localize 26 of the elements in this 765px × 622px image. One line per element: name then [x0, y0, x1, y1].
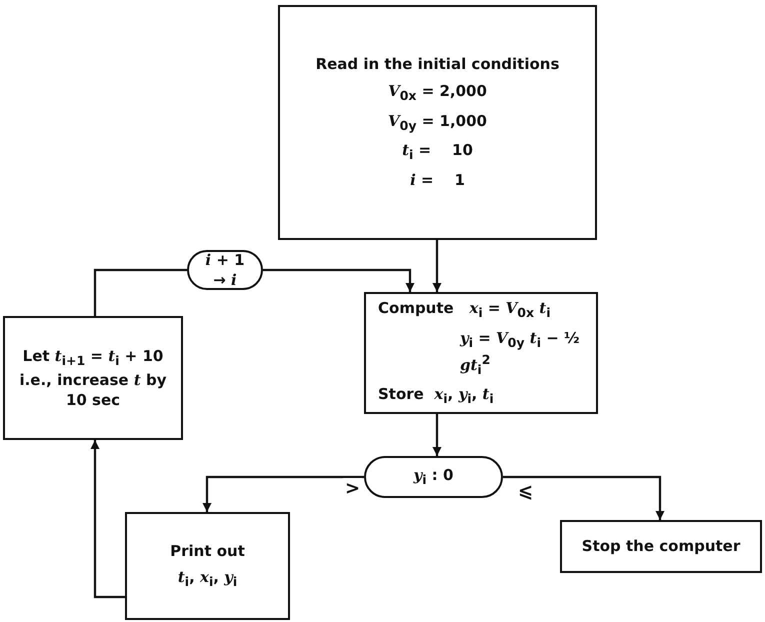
arrow [432, 240, 442, 292]
box-text: Store x$_{i}$, y$_{i}$, t$_{i}$ [378, 384, 494, 408]
arrow [503, 476, 664, 520]
box-text: V$_{0x}$ = 2,000 [388, 80, 487, 105]
terminal-pill [364, 456, 503, 498]
terminal-pill [187, 250, 263, 290]
box-text: y$_{i}$ : 0 [414, 465, 454, 489]
box-text: V$_{0y}$ = 1,000 [388, 110, 487, 134]
process-box [364, 292, 598, 414]
box-text: Let t$_{i+1}$ = t$_{i}$ + 10 i.e., increase t by 10 sec [18, 346, 168, 410]
box-text: t$_{i}$ = 10 [402, 140, 473, 164]
box-text: Stop the computer [582, 536, 740, 557]
box-heading: Compute x$_{i}$ = V$_{0x}$ t$_{i}$ [378, 298, 551, 322]
box-text: t$_{i}$, x$_{i}$, y$_{i}$ [178, 567, 238, 592]
arrow [432, 414, 442, 456]
box-heading: Read in the initial conditions [316, 54, 560, 75]
process-box [278, 5, 597, 240]
process-box [3, 316, 183, 440]
process-box [125, 512, 290, 620]
box-heading: Print out [170, 540, 245, 562]
arrow [202, 476, 364, 512]
arrow [263, 268, 414, 292]
process-box [560, 520, 762, 573]
box-text: i + 1 → i [204, 250, 246, 290]
box-text: i = 1 [410, 170, 465, 191]
arrow [90, 440, 125, 598]
